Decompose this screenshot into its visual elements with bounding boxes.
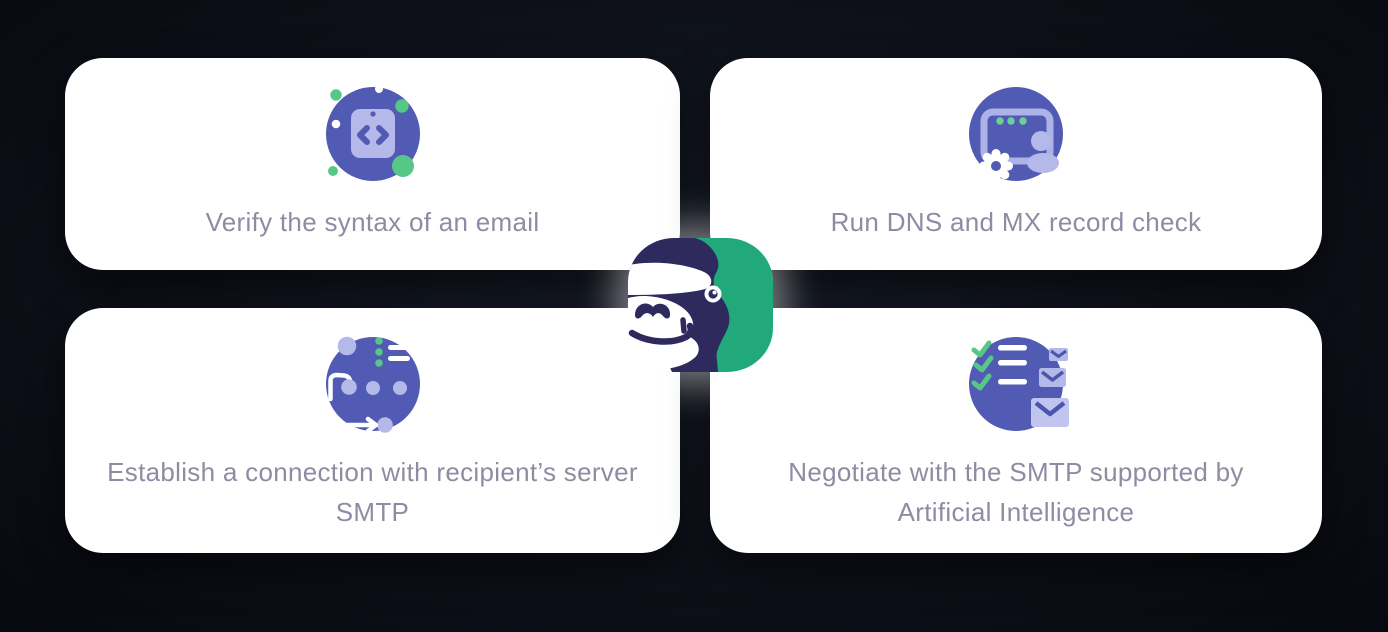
card-dns-mx-check: Run DNS and MX record check xyxy=(710,58,1322,270)
gorilla-mascot-logo xyxy=(628,238,773,372)
label-line: Verify the syntax of an email xyxy=(205,207,540,237)
card-label: Run DNS and MX record check xyxy=(831,202,1202,242)
label-line: Artificial Intelligence xyxy=(897,497,1135,527)
card-verify-syntax: Verify the syntax of an email xyxy=(65,58,680,270)
label-line: Run DNS and MX record check xyxy=(830,207,1202,237)
envelope-icon xyxy=(1031,348,1069,427)
gorilla-logo-graphic xyxy=(628,238,773,372)
label-line: Establish a connection with recipient’s … xyxy=(107,457,638,487)
connection-flow-icon xyxy=(325,336,420,434)
gear-icon xyxy=(979,149,1013,183)
card-label: Negotiate with the SMTP supported by Art… xyxy=(788,452,1243,532)
card-label: Establish a connection with recipient’s … xyxy=(107,452,638,532)
label-line: Negotiate with the SMTP supported by xyxy=(788,457,1244,487)
checklist-emails-icon xyxy=(969,337,1069,431)
label-line: SMTP xyxy=(335,497,410,527)
browser-user-gear-icon xyxy=(969,87,1063,183)
feature-cards-grid: Verify the syntax of an email xyxy=(65,58,1322,553)
card-smtp-connection: Establish a connection with recipient’s … xyxy=(65,308,680,553)
card-label: Verify the syntax of an email xyxy=(206,202,540,242)
code-clipboard-icon xyxy=(325,85,420,181)
card-smtp-ai-negotiation: Negotiate with the SMTP supported by Art… xyxy=(710,308,1322,553)
